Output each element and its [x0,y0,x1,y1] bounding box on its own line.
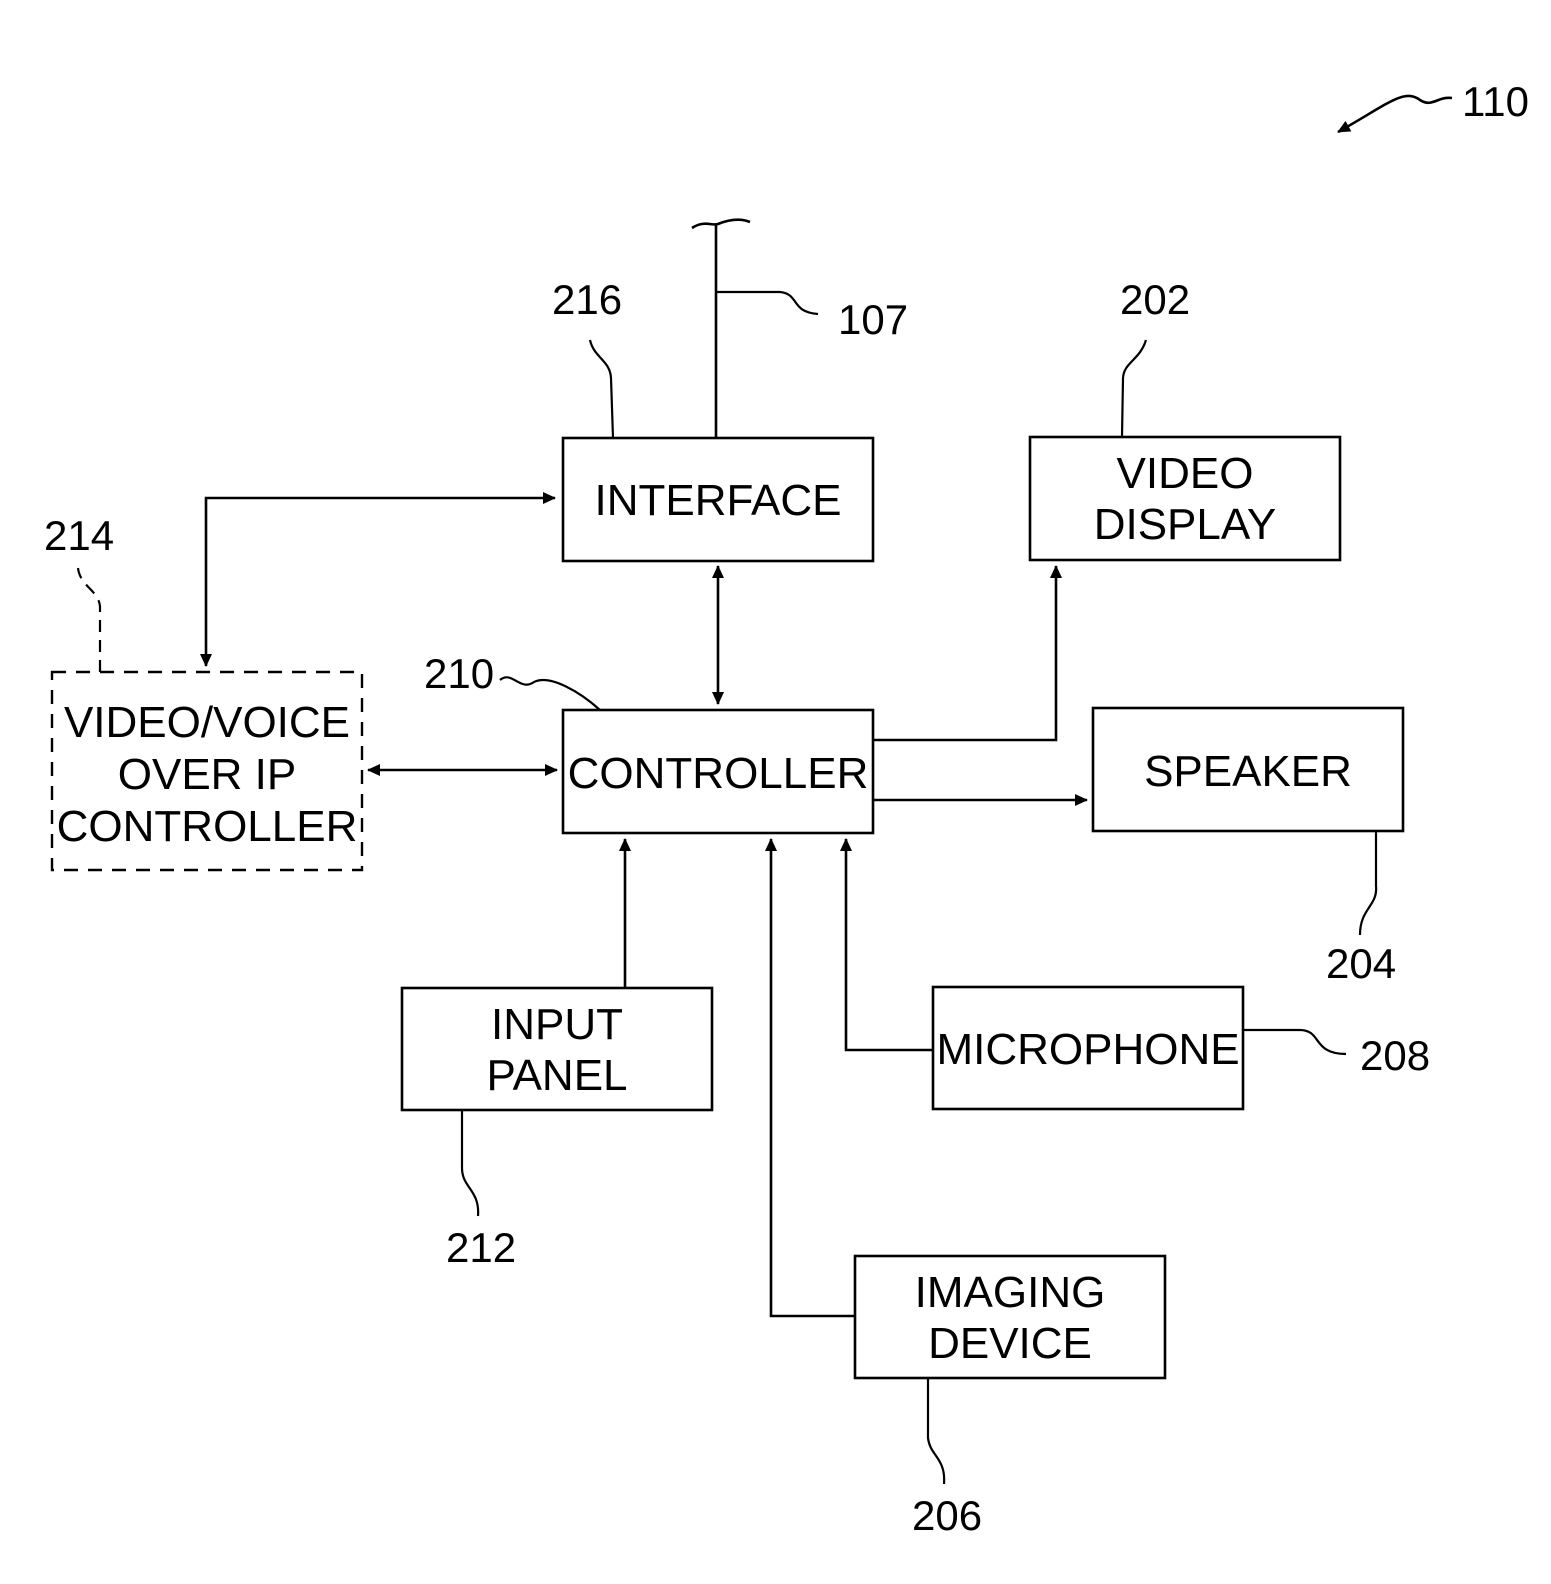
svg-text:INTERFACE: INTERFACE [595,476,842,525]
connection-imaging-device-controller [771,839,855,1316]
svg-text:VIDEO/VOICE: VIDEO/VOICE [64,698,350,747]
svg-text:216: 216 [552,276,622,323]
connection-microphone-controller [846,839,933,1050]
svg-text:210: 210 [424,650,494,697]
microphone-block: MICROPHONE [933,987,1243,1109]
svg-text:INPUT: INPUT [491,1000,623,1049]
microphone-ref: 208 [1243,1030,1430,1079]
svg-text:VIDEO: VIDEO [1117,449,1254,498]
network-line: 107 [692,220,908,438]
svg-text:IMAGING: IMAGING [915,1268,1106,1317]
input-panel-ref: 212 [446,1110,516,1271]
interface-block: INTERFACE [563,438,873,561]
svg-text:DEVICE: DEVICE [928,1319,1092,1368]
video-display-block: VIDEO DISPLAY [1030,437,1340,560]
controller-ref: 210 [424,650,600,710]
imaging-device-block: IMAGING DEVICE [855,1256,1165,1378]
vvoip-controller-block: VIDEO/VOICE OVER IP CONTROLLER [52,672,362,870]
svg-text:OVER IP: OVER IP [118,750,297,799]
vvoip-controller-ref: 214 [44,512,114,672]
svg-text:DISPLAY: DISPLAY [1094,500,1277,549]
imaging-device-ref: 206 [912,1378,982,1539]
connection-controller-video-display [873,566,1056,740]
svg-text:CONTROLLER: CONTROLLER [568,749,869,798]
svg-text:110: 110 [1462,78,1529,125]
svg-text:212: 212 [446,1224,516,1271]
speaker-ref: 204 [1326,831,1396,987]
svg-text:CONTROLLER: CONTROLLER [57,802,358,851]
svg-text:206: 206 [912,1492,982,1539]
speaker-block: SPEAKER [1093,708,1403,831]
svg-text:202: 202 [1120,276,1190,323]
svg-text:SPEAKER: SPEAKER [1144,747,1352,796]
video-display-ref: 202 [1120,276,1190,437]
svg-text:PANEL: PANEL [486,1051,627,1100]
svg-text:MICROPHONE: MICROPHONE [936,1025,1239,1074]
svg-text:204: 204 [1326,940,1396,987]
figure-ref-110: 110 [1338,78,1529,132]
svg-text:214: 214 [44,512,114,559]
svg-text:107: 107 [838,296,908,343]
svg-text:208: 208 [1360,1032,1430,1079]
controller-block: CONTROLLER [563,710,873,833]
interface-ref: 216 [552,276,622,438]
connection-interface-vvoip [206,498,555,666]
input-panel-block: INPUT PANEL [402,988,712,1110]
